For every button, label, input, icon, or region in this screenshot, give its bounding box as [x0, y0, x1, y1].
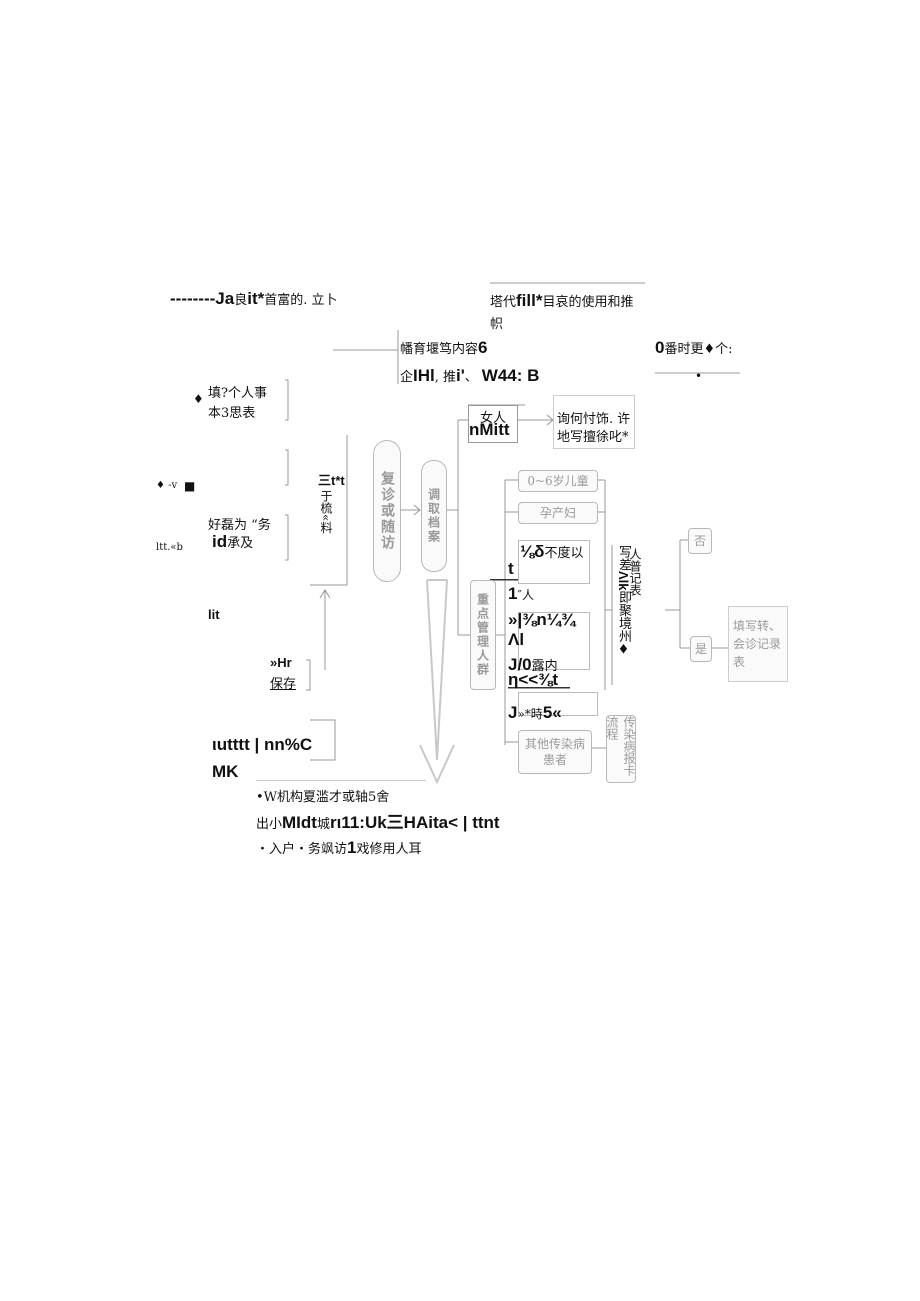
lb2-b: id: [212, 532, 228, 551]
mc-c: 企: [400, 370, 414, 385]
left-bottom-line2: MK: [212, 762, 239, 781]
no-box: 否: [688, 528, 712, 554]
woman-box: 女人 nMitt: [468, 405, 518, 443]
tr-b: 番时更♦个:: [664, 342, 733, 357]
cat5-extra: ″人: [517, 588, 534, 602]
inquiry-line1: 询何忖饰. 许: [557, 412, 631, 427]
fv-c: Λlk: [616, 571, 631, 591]
fill-vertical-sub: 人普记表: [628, 548, 642, 596]
left-save-line2: 保存: [270, 677, 297, 692]
top-center-heading: 塔代fill*目哀的使用和推: [490, 291, 633, 311]
left-margin-a: ♦ -v: [156, 480, 178, 491]
footer-line2: 出小MIdt城rι11:Uk三HAita< | ttnt: [256, 808, 500, 833]
top-right-dot: •: [695, 369, 703, 383]
category-5: 1″人: [508, 584, 534, 604]
category-3: ⅛δ不度以: [520, 542, 584, 562]
inquiry-box: 询何忖饰. 许 地写擅徐叱*: [553, 395, 635, 449]
fill-record-box: 填写转、会诊记录表: [728, 606, 788, 682]
top-left-heading: --------Ja良it*首富的. 立卜: [170, 289, 338, 309]
tc-a: 塔代: [490, 295, 517, 310]
fv-b: 差: [616, 558, 631, 571]
category-4: t: [508, 559, 514, 578]
yes-box: 是: [690, 636, 712, 662]
top-right-note: 0番时更♦个:: [655, 338, 733, 358]
cat5-label: 1: [508, 584, 518, 603]
cat3-label: ⅛δ: [520, 542, 545, 561]
mid-center-line2: 企IHl, 推i'、W44: B: [400, 366, 539, 386]
category-box-6: [518, 612, 590, 670]
left-box1-line1: 填?个人事: [208, 386, 267, 401]
lb2-c: 承及: [227, 536, 254, 551]
fill-vertical-label: 写差Λlk即聚境州♦: [614, 545, 633, 658]
category-7: Λl: [508, 630, 525, 649]
mc-b: 6: [478, 338, 488, 357]
cat10-label: J: [508, 703, 518, 722]
left-lit: lit: [208, 607, 220, 622]
cat8-label: J/0: [508, 655, 532, 674]
left-box2-line2: id承及: [212, 532, 253, 552]
left-margin-c: ltt.«b: [156, 542, 183, 553]
heading-r1: 良: [234, 293, 248, 308]
col-stack-top: 三t*t: [318, 473, 345, 488]
mc-d: IHl: [413, 366, 435, 385]
top-center-line2: 帜: [490, 317, 504, 332]
other-patients-box: 其他传染病患者: [518, 730, 592, 774]
left-save-line1: »Hr: [270, 655, 292, 670]
fl2-d: rι11:Uk三HAita< | ttnt: [329, 813, 500, 832]
infectious-card-box: 传染病报卡流程: [605, 715, 636, 783]
tc-b: fill*: [516, 291, 543, 310]
category-8: J/0露内: [508, 655, 558, 675]
woman-line1: 女人: [479, 411, 506, 426]
oval-revisit: 复诊或随访: [373, 440, 401, 582]
left-box1-line2: 本3思表: [208, 406, 256, 421]
cat10-extra: »*時: [517, 707, 543, 721]
mc-e: , 推: [434, 370, 457, 385]
fl3-c: 戏修用人耳: [356, 842, 422, 857]
left-box2-line1: 好磊为 “务: [208, 518, 271, 533]
left-margin-b: ■: [184, 479, 196, 493]
mc-f: i': [456, 366, 465, 385]
fv-a: 写: [616, 545, 631, 558]
footer-line1: •W机构夏滥才或轴5舍: [256, 790, 390, 805]
fl3-a: ・入户・务飒访: [256, 842, 348, 857]
cat3-extra: 不度以: [544, 546, 584, 561]
category-9: η<<⅜t: [508, 670, 559, 689]
mc-a: 幡育堰笃内容: [400, 342, 479, 357]
left-box1-bullet: ♦: [193, 392, 204, 406]
category-box-10: [518, 692, 598, 716]
category-box-3: [518, 540, 590, 584]
cat10-b: 5«: [542, 703, 562, 722]
key-management-group: 重点管理人群: [470, 580, 496, 690]
heading-it: it*: [247, 289, 265, 308]
heading-r2: 首富的. 立卜: [264, 293, 338, 308]
category-6: »|⅜n¼¾: [508, 610, 576, 629]
category-10: J»*時5«: [508, 703, 562, 723]
inquiry-line2: 地写擅徐叱*: [557, 430, 629, 445]
fl2-a: 出小: [256, 817, 283, 832]
tc-c: 目哀的使用和推: [542, 295, 634, 310]
mid-center-line1: 幡育堰笃内容6: [400, 338, 487, 358]
oval-retrieve-file: 调取档案: [421, 460, 447, 572]
fl3-b: 1: [347, 838, 357, 857]
fv-d: 即聚境州♦: [616, 590, 631, 658]
category-child: 0~6岁儿童: [518, 470, 598, 492]
footer-line3: ・入户・务飒访1戏修用人耳: [256, 838, 422, 858]
heading-ja: Ja: [215, 289, 235, 308]
woman-line2: nMitt: [469, 420, 510, 439]
heading-dashes: --------: [170, 289, 216, 308]
fl2-c: 城: [316, 817, 330, 832]
left-bottom-line1: ιutttt | nn%C: [212, 735, 313, 754]
cat8-extra: 露内: [531, 659, 558, 674]
tr-a: 0: [655, 338, 665, 357]
mc-h: W44: B: [481, 366, 540, 385]
fl2-b: MIdt: [282, 813, 317, 832]
col-stack-bottom: 于梳«料: [319, 490, 333, 534]
category-maternal: 孕产妇: [518, 502, 598, 524]
mc-g: 、: [464, 370, 478, 385]
